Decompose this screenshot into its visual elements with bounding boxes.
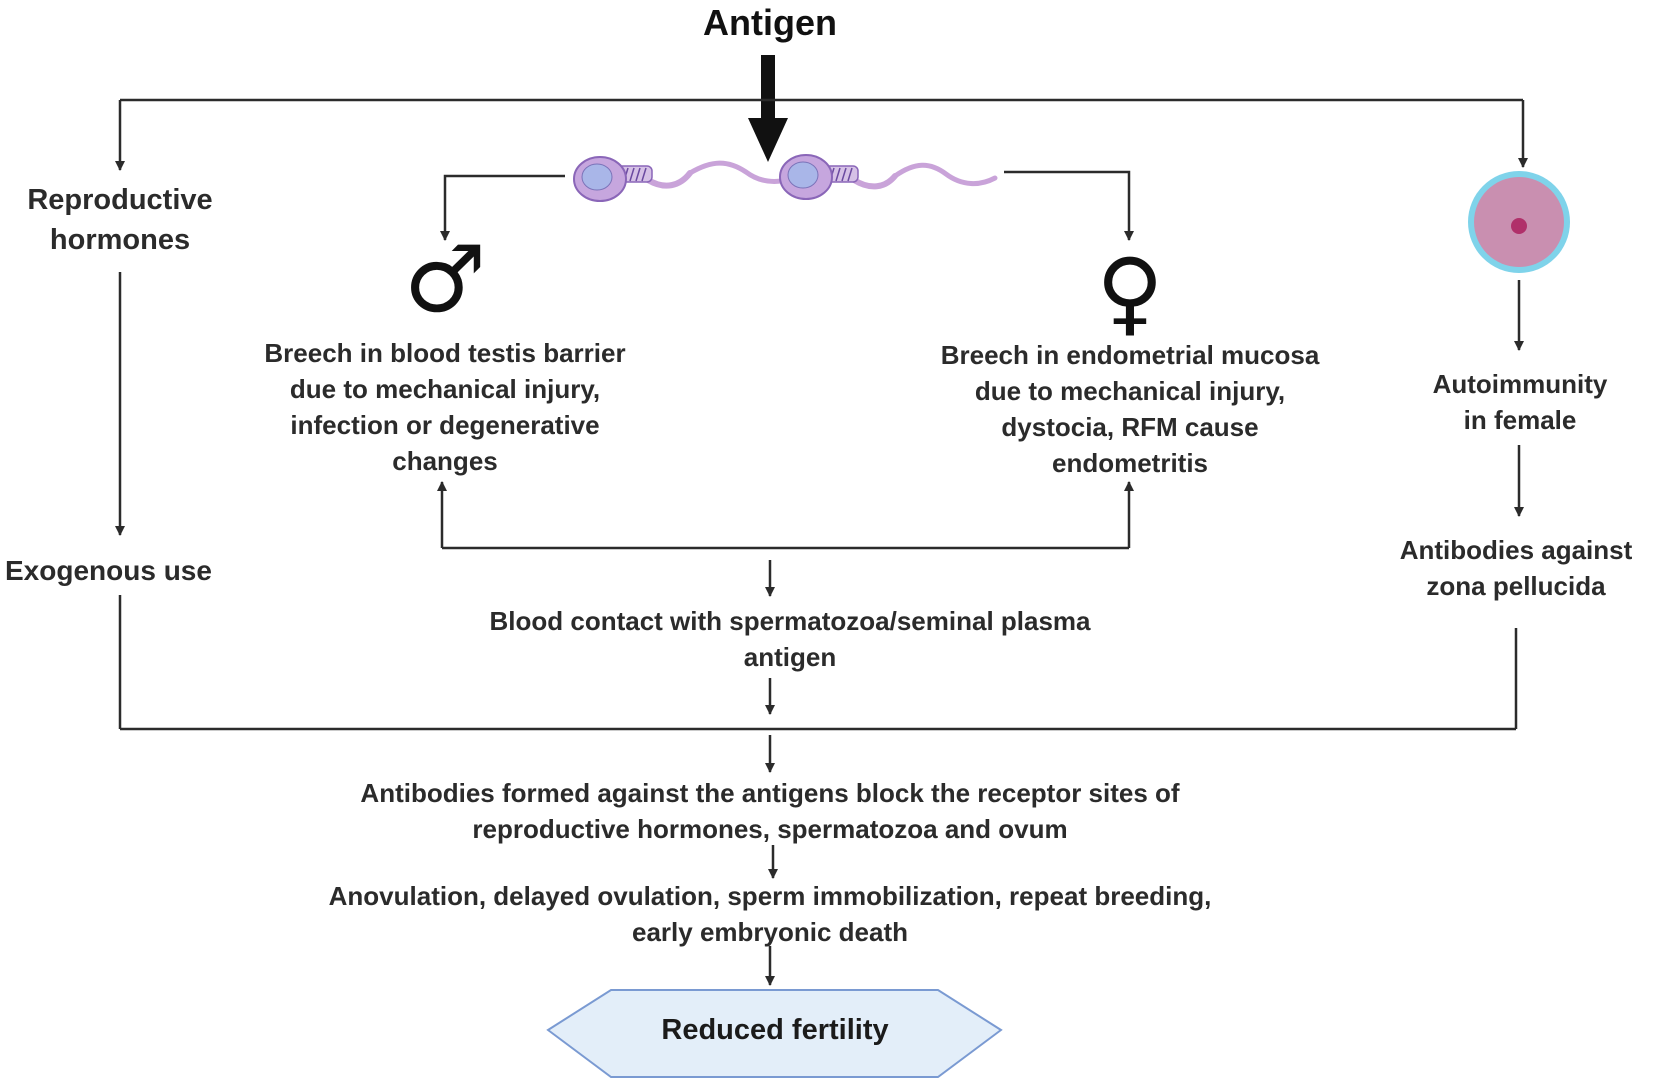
- effects-line-2: early embryonic death: [632, 917, 908, 947]
- sperm-cell-right: [779, 154, 998, 200]
- female-symbol: ♀: [1096, 239, 1164, 346]
- exogenous-use-label: Exogenous use: [5, 555, 212, 586]
- male-text-line-1: Breech in blood testis barrier: [264, 338, 626, 368]
- reproductive-hormones-line-1: Reproductive: [27, 184, 213, 216]
- male-text-line-4: changes: [392, 446, 498, 476]
- zona-pellucida-label: Antibodies against zona pellucida: [1378, 532, 1654, 604]
- female-text-line-4: endometritis: [1051, 448, 1209, 478]
- zona-line-1: Antibodies against: [1399, 535, 1633, 565]
- sperm-cell-left: [573, 156, 803, 202]
- autoimmunity-line-1: Autoimmunity: [1432, 369, 1608, 399]
- top-bar-connector: [115, 98, 1528, 171]
- female-text-line-3: dystocia, RFM cause: [1001, 412, 1259, 442]
- female-text-line-2: due to mechanical injury,: [974, 376, 1286, 406]
- male-symbol: ♂: [403, 226, 487, 333]
- autoimmunity-label: Autoimmunity in female: [1400, 366, 1640, 438]
- ovum-cell: [1468, 171, 1570, 273]
- reduced-fertility-hexagon: [546, 989, 1003, 1078]
- female-text-line-1: Breech in endometrial mucosa: [940, 340, 1320, 370]
- antibodies-line-1: Antibodies formed against the antigens b…: [360, 778, 1180, 808]
- male-text-line-3: infection or degenerative: [290, 410, 600, 440]
- female-breech-text: Breech in endometrial mucosa due to mech…: [880, 337, 1380, 481]
- antigen-main-arrow: [748, 55, 788, 162]
- effects-line-1: Anovulation, delayed ovulation, sperm im…: [328, 881, 1212, 911]
- autoimmunity-line-2: in female: [1463, 405, 1577, 435]
- reduced-fertility-label: Reduced fertility: [661, 1014, 889, 1046]
- effects-text: Anovulation, delayed ovulation, sperm im…: [240, 878, 1300, 950]
- blood-contact-line-2: antigen: [743, 642, 837, 672]
- blood-contact-line-1: Blood contact with spermatozoa/seminal p…: [489, 606, 1091, 636]
- reproductive-hormones-line-2: hormones: [49, 224, 191, 256]
- antibodies-formed-text: Antibodies formed against the antigens b…: [270, 775, 1270, 847]
- antibodies-line-2: reproductive hormones, spermatozoa and o…: [472, 814, 1068, 844]
- male-text-line-2: due to mechanical injury,: [289, 374, 601, 404]
- male-breech-text: Breech in blood testis barrier due to me…: [195, 335, 695, 479]
- reproductive-hormones-label: Reproductive hormones: [5, 180, 235, 260]
- blood-contact-text: Blood contact with spermatozoa/seminal p…: [420, 603, 1160, 675]
- right-column-connectors: [1514, 280, 1524, 729]
- bracket-connectors: [437, 481, 1134, 715]
- bottom-flow-connectors: [120, 727, 1516, 986]
- antigen-title: Antigen: [703, 2, 837, 43]
- zona-line-2: zona pellucida: [1426, 571, 1606, 601]
- sperm-branch-connectors: [440, 170, 1134, 241]
